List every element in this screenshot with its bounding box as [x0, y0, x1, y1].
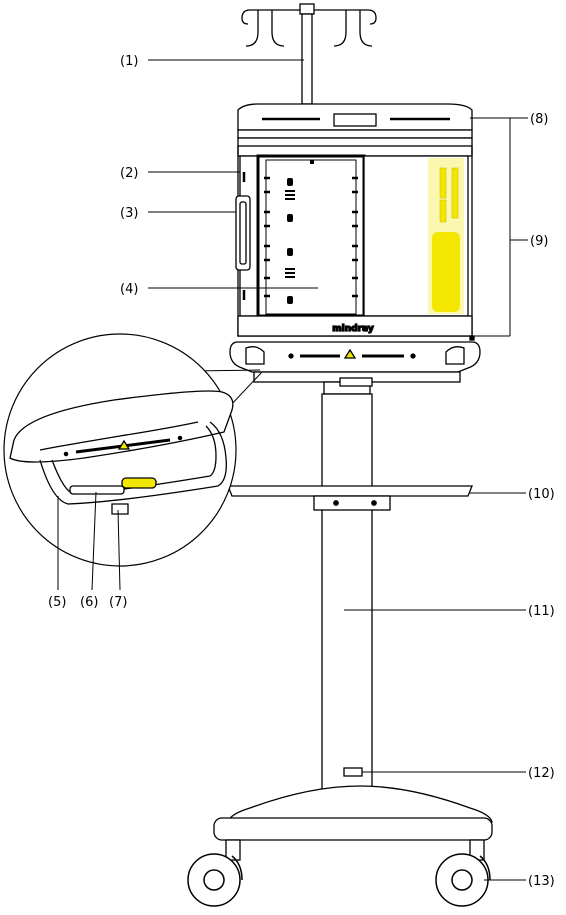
brand-logo: mindray	[332, 324, 374, 334]
rack-slots-left	[264, 176, 270, 298]
mri-panel	[363, 155, 469, 317]
rack-connectors	[285, 160, 314, 304]
caster-right	[435, 853, 491, 907]
callout-3: (3)	[120, 206, 138, 221]
detail-handle	[9, 390, 234, 515]
callout-2: (2)	[120, 166, 138, 181]
iv-pole	[241, 3, 377, 105]
callout-13: (13)	[528, 874, 555, 889]
callout-8: (8)	[530, 112, 548, 127]
callout-5: (5)	[48, 595, 66, 610]
leader-lines	[57, 59, 528, 881]
callout-9: (9)	[530, 234, 548, 249]
top-cap-bar	[262, 113, 450, 127]
callout-4: (4)	[120, 282, 138, 297]
side-panel	[235, 155, 259, 317]
base	[213, 785, 493, 861]
mri-mark	[439, 167, 459, 223]
caster-left	[187, 853, 243, 907]
callout-labels: (1) (2) (3) (4) (5) (6) (7) (8) (9) (10)…	[48, 54, 555, 889]
callout-11: (11)	[528, 604, 555, 619]
callout-1: (1)	[120, 54, 138, 69]
detail-magnifier	[3, 333, 263, 567]
tray	[227, 485, 473, 511]
callout-7: (7)	[109, 595, 127, 610]
mri-yellow-tab	[432, 232, 460, 312]
rack-slots-right	[352, 176, 358, 298]
callout-6: (6)	[80, 595, 98, 610]
callout-12: (12)	[528, 766, 555, 781]
cart-column	[321, 377, 373, 799]
monitor-housing: mindray	[235, 103, 475, 341]
callout-10: (10)	[528, 487, 555, 502]
clamp	[343, 767, 363, 777]
bottom-handle	[229, 341, 481, 383]
module-rack	[256, 154, 366, 318]
